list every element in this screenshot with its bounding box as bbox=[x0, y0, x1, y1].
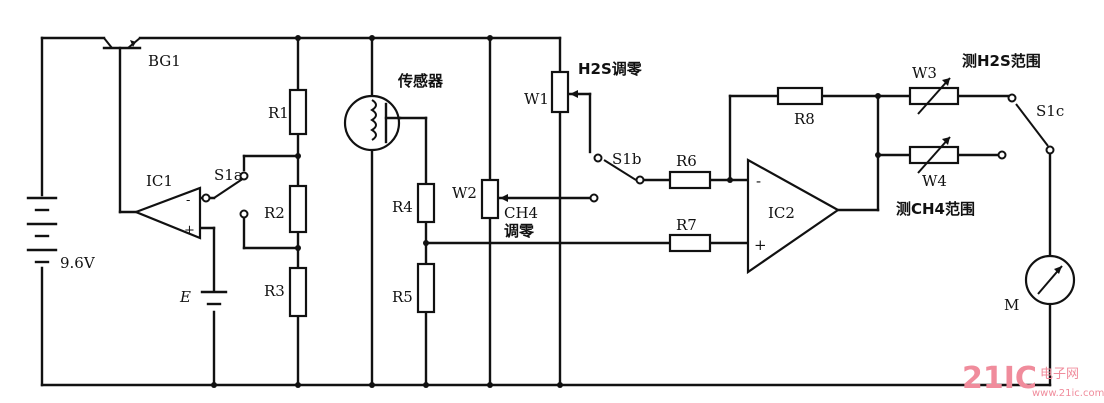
s1c-label: S1c bbox=[1036, 102, 1064, 120]
potentiometer-w1 bbox=[550, 70, 578, 114]
r3-label: R3 bbox=[264, 282, 285, 300]
watermark-brand: 21IC bbox=[962, 361, 1037, 396]
ch4-label: CH4 bbox=[504, 204, 538, 222]
bg1-label: BG1 bbox=[148, 52, 181, 70]
junction-dots bbox=[211, 35, 881, 388]
meter-label: M bbox=[1004, 296, 1019, 314]
variable-resistor-w4 bbox=[908, 136, 960, 174]
sensor-label: 传感器 bbox=[397, 72, 444, 90]
resistor-r6 bbox=[668, 170, 712, 190]
w1-label: W1 bbox=[524, 90, 549, 108]
opamp-ic1 bbox=[132, 186, 202, 240]
potentiometer-w2 bbox=[480, 178, 508, 220]
s1a-label: S1a bbox=[214, 166, 243, 184]
r4-label: R4 bbox=[392, 198, 413, 216]
e-label: E bbox=[179, 288, 191, 306]
ch4-zero-label: 调零 bbox=[504, 222, 535, 240]
resistor-r3 bbox=[288, 266, 308, 318]
ic2-minus: - bbox=[756, 172, 761, 190]
watermark-logo: 21IC 电子网 www.21ic.com bbox=[962, 361, 1104, 399]
opamp-ic2 bbox=[746, 158, 841, 275]
w2-label: W2 bbox=[452, 184, 477, 202]
resistor-r5 bbox=[416, 262, 436, 314]
w3-label: W3 bbox=[912, 64, 937, 82]
w4-label: W4 bbox=[922, 172, 947, 190]
resistor-r1 bbox=[288, 88, 308, 136]
meas-h2s-label: 测H2S范围 bbox=[962, 52, 1041, 70]
meas-ch4-label: 测CH4范围 bbox=[896, 200, 975, 218]
ic2-plus: + bbox=[754, 236, 767, 254]
resistor-r7 bbox=[668, 233, 712, 253]
r7-label: R7 bbox=[676, 216, 697, 234]
watermark-cn: 电子网 bbox=[1040, 367, 1079, 382]
ic2-label: IC2 bbox=[768, 204, 795, 222]
s1b-label: S1b bbox=[612, 150, 641, 168]
battery-label: 9.6V bbox=[60, 254, 96, 272]
watermark-url: www.21ic.com bbox=[1032, 388, 1104, 399]
resistor-r2 bbox=[288, 184, 308, 234]
variable-resistor-w3 bbox=[908, 77, 960, 115]
r6-label: R6 bbox=[676, 152, 697, 170]
h2s-zero-label: H2S调零 bbox=[578, 60, 643, 78]
ic1-plus: + bbox=[184, 223, 195, 238]
gas-sensor bbox=[343, 94, 402, 152]
r1-label: R1 bbox=[268, 104, 289, 122]
r2-label: R2 bbox=[264, 204, 285, 222]
meter-m bbox=[1024, 254, 1076, 306]
resistor-r4 bbox=[416, 182, 436, 224]
r5-label: R5 bbox=[392, 288, 413, 306]
resistor-r8 bbox=[776, 86, 824, 106]
r8-label: R8 bbox=[794, 110, 815, 128]
transistor-bg1 bbox=[102, 37, 142, 50]
ic1-label: IC1 bbox=[146, 172, 173, 190]
reference-cell-e bbox=[200, 290, 228, 306]
switch-contacts bbox=[201, 93, 1055, 219]
battery-symbol bbox=[26, 196, 58, 264]
ic1-minus: - bbox=[186, 193, 190, 208]
